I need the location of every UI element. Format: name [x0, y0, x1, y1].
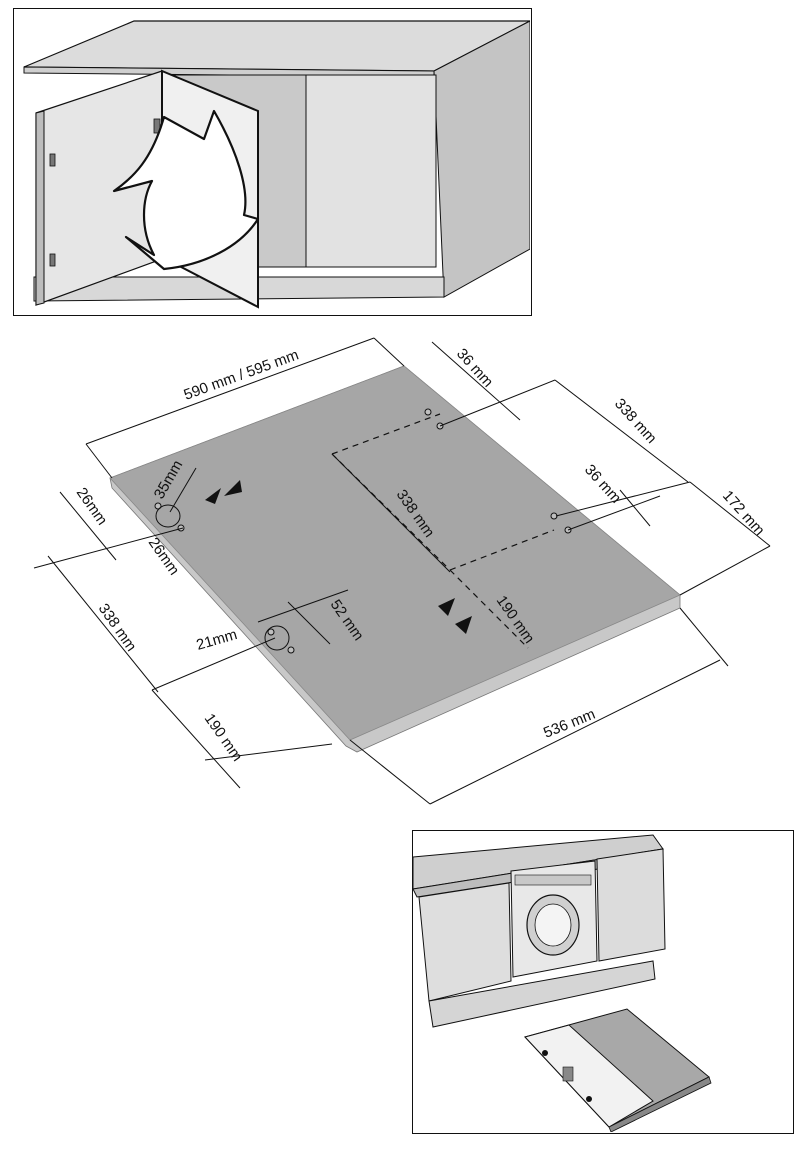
cabinet-door-icon — [23, 20, 530, 309]
mounting-plate-diagram: 590 mm / 595 mm 36 mm 338 mm 36 mm 172 m… — [33, 337, 771, 805]
dim-right-offset: 338 mm — [611, 395, 660, 447]
dim-width-top: 590 mm / 595 mm — [182, 346, 301, 403]
dim-left-190: 190 mm — [201, 711, 246, 765]
dim-hole-spacing-top: 36 mm — [453, 345, 496, 390]
cabinet-door-panel — [13, 8, 532, 316]
dim-left-26a: 26mm — [73, 485, 111, 529]
plate-surface — [109, 365, 681, 741]
dim-hole-spacing-right: 36 mm — [581, 461, 624, 506]
washing-machine-installed-icon — [413, 834, 712, 1132]
dim-left-338: 338 mm — [95, 601, 140, 655]
dim-hole-21: 21mm — [194, 626, 239, 654]
dim-right-bottom: 172 mm — [719, 487, 768, 539]
installed-machine-panel — [412, 830, 794, 1134]
dim-bottom-width: 536 mm — [541, 706, 598, 742]
